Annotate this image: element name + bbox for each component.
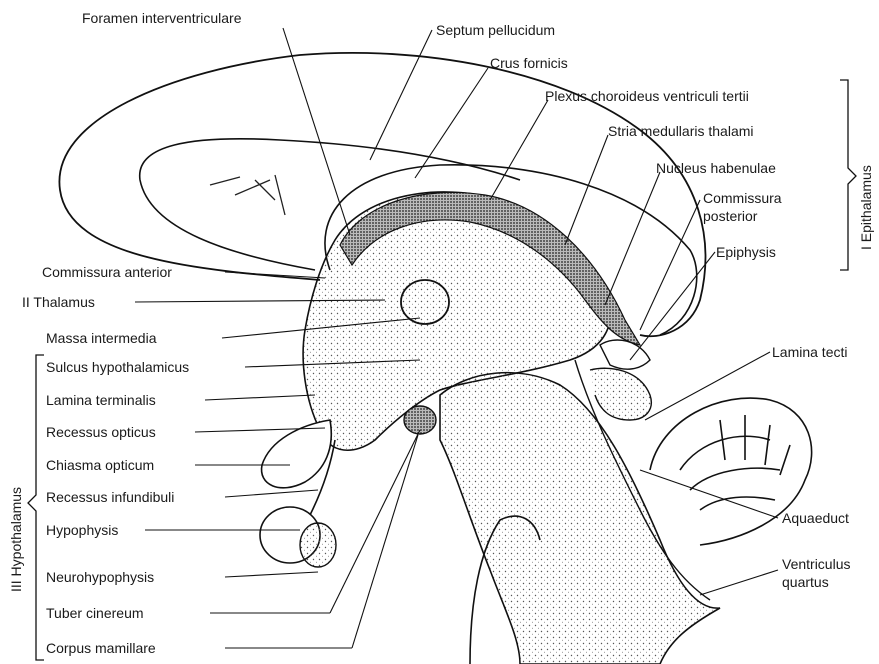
label-massa-intermedia: Massa intermedia (46, 330, 157, 346)
label-commissura-posterior-2: posterior (703, 208, 757, 224)
label-septum-pellucidum: Septum pellucidum (436, 22, 555, 38)
neurohypophysis-shape (300, 523, 336, 567)
label-foramen-interventriculare: Foramen interventriculare (82, 10, 242, 26)
label-ventriculus-quartus-2: quartus (782, 574, 829, 590)
label-thalamus: II Thalamus (22, 294, 95, 310)
label-sulcus-hypothalamicus: Sulcus hypothalamicus (46, 359, 189, 375)
septum-marks (210, 175, 285, 215)
label-stria-medullaris: Stria medullaris thalami (608, 123, 754, 139)
epithalamus-bracket (840, 80, 856, 270)
corpus-mamillare-shape (404, 406, 436, 434)
label-plexus-choroideus: Plexus choroideus ventriculi tertii (545, 88, 749, 104)
label-neurohypophysis: Neurohypophysis (46, 569, 154, 585)
label-lamina-terminalis: Lamina terminalis (46, 392, 156, 408)
hypothalamus-bracket (28, 355, 44, 660)
label-group-epithalamus: I Epithalamus (858, 165, 874, 250)
label-lamina-tecti: Lamina tecti (772, 344, 847, 360)
label-epiphysis: Epiphysis (716, 244, 776, 260)
label-crus-fornicis: Crus fornicis (490, 55, 568, 71)
label-ventriculus-quartus-1: Ventriculus (782, 556, 850, 572)
label-nucleus-habenulae: Nucleus habenulae (656, 160, 776, 176)
brainstem-outline (440, 373, 720, 664)
label-commissura-posterior-1: Commissura (703, 190, 782, 206)
label-commissura-anterior: Commissura anterior (42, 264, 172, 280)
label-corpus-mamillare: Corpus mamillare (46, 640, 156, 656)
label-recessus-opticus: Recessus opticus (46, 424, 156, 440)
lamina-tecti-shape (590, 368, 651, 420)
label-group-hypothalamus: III Hypothalamus (8, 487, 24, 592)
label-hypophysis: Hypophysis (46, 522, 118, 538)
label-chiasma-opticum: Chiasma opticum (46, 457, 154, 473)
label-recessus-infundibuli: Recessus infundibuli (46, 489, 174, 505)
label-aquaeduct: Aquaeduct (782, 510, 849, 526)
label-tuber-cinereum: Tuber cinereum (46, 605, 144, 621)
